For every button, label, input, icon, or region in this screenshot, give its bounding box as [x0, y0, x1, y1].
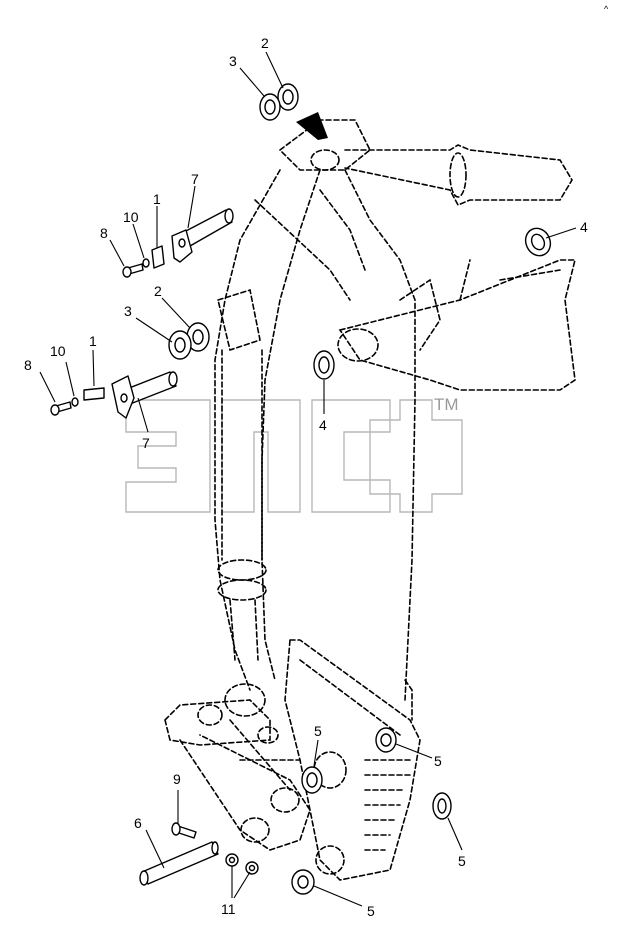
pin-direction-arrow: [296, 112, 328, 140]
washer-part-4-mid: [313, 350, 335, 380]
watermark-tm: TM: [434, 395, 459, 414]
callout-2-mid: 2: [154, 283, 162, 299]
washer-part-5-c: [432, 792, 452, 820]
callout-5-a: 5: [314, 723, 322, 739]
corner-mark: ^: [604, 4, 609, 14]
callout-4-mid: 4: [319, 417, 327, 433]
callout-5-c: 5: [458, 853, 466, 869]
washer-part-5-a: [301, 766, 323, 794]
boom-outline: [164, 119, 577, 881]
callout-1-mid: 1: [89, 333, 97, 349]
washer-part-5-b: [375, 727, 397, 753]
callout-4-right: 4: [580, 219, 588, 235]
callout-9: 9: [173, 771, 181, 787]
callout-2-top: 2: [261, 35, 269, 51]
callout-7-top: 7: [191, 171, 199, 187]
washer-part-2-top: [277, 83, 299, 111]
plate-part-1-top: [151, 245, 165, 269]
washer-part-4-top: [524, 227, 552, 257]
callout-1-top: 1: [153, 191, 161, 207]
callout-3-mid: 3: [124, 303, 132, 319]
watermark-logo: TM: [125, 395, 463, 513]
callout-labels: 2 3 7 1 10 8 4 2 3 4 1 10 8 7 5 5 9 6 5 …: [24, 35, 588, 919]
bolt-part-8-mid: [50, 401, 72, 416]
callout-6: 6: [134, 815, 142, 831]
pin-part-6: [139, 841, 219, 886]
plate-part-1-mid: [83, 387, 105, 401]
pin-part-7-mid: [111, 371, 178, 419]
callout-3-top: 3: [229, 53, 237, 69]
callout-11: 11: [221, 901, 236, 917]
callout-5-d: 5: [367, 903, 375, 919]
washer-part-10-top: [142, 258, 150, 268]
washer-part-5-d: [291, 869, 315, 895]
callout-8-mid: 8: [24, 357, 32, 373]
bolt-part-9: [171, 822, 197, 839]
washer-part-10-mid: [71, 397, 79, 407]
washer-part-3-top: [259, 93, 281, 121]
pin-part-7-top: [171, 208, 234, 263]
callout-7-mid: 7: [142, 435, 150, 451]
nut-part-11-b: [245, 861, 259, 875]
callout-8-top: 8: [100, 225, 108, 241]
leader-lines: [39, 51, 577, 907]
washer-part-3-mid: [168, 330, 192, 360]
nut-part-11-a: [225, 853, 239, 867]
callout-5-b: 5: [434, 753, 442, 769]
washer-part-2-mid: [186, 322, 210, 352]
callout-10-mid: 10: [50, 343, 66, 359]
bolt-part-8-top: [122, 263, 144, 278]
callout-10-top: 10: [123, 209, 139, 225]
